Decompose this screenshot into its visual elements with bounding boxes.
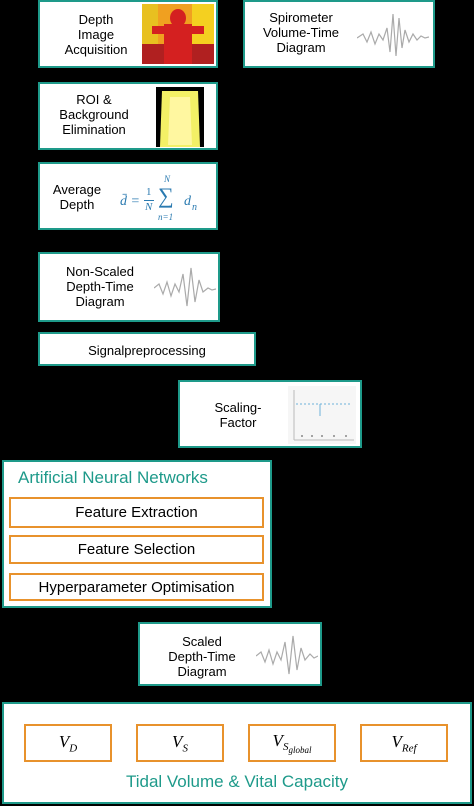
- formula-lhs: d̄ =: [120, 194, 140, 209]
- scaling-factor-label: Scaling- Factor: [214, 400, 262, 430]
- formula-fraction-bar: [144, 200, 154, 201]
- scaled-curve-thumbnail: [256, 635, 318, 675]
- vd-base: V: [58, 731, 70, 751]
- scaled-box: Scaled Depth-Time Diagram: [138, 622, 322, 686]
- non-scaled-curve-thumbnail: [154, 267, 216, 307]
- vs-base: V: [172, 731, 183, 751]
- signalpreprocessing-label: Signalpreprocessing: [88, 343, 206, 358]
- vsg-base: V: [272, 730, 283, 750]
- output-vd: VD: [24, 724, 112, 762]
- vref-sub: Ref: [401, 742, 417, 755]
- roi-box: ROI & Background Elimination: [38, 82, 218, 150]
- average-depth-box: Average Depth d̄ = 1 N N ∑ n=1 d n: [38, 162, 218, 230]
- average-depth-formula: d̄ = 1 N N ∑ n=1 d n: [120, 174, 216, 226]
- spirometer-box: Spirometer Volume-Time Diagram: [243, 0, 435, 68]
- average-depth-label: Average Depth: [52, 182, 102, 212]
- roi-mask-thumbnail: [156, 87, 204, 147]
- formula-denominator: N: [145, 201, 153, 213]
- roi-label: ROI & Background Elimination: [59, 92, 129, 137]
- depth-acquisition-box: Depth Image Acquisition: [38, 0, 218, 68]
- depth-image-thumbnail: [142, 4, 214, 64]
- ann-title: Artificial Neural Networks: [18, 468, 208, 487]
- scaling-factor-box: Scaling- Factor: [178, 380, 362, 448]
- feature-selection-box: Feature Selection: [9, 535, 264, 564]
- vs-sub: S: [182, 742, 188, 755]
- vsg-sub: S: [282, 741, 289, 754]
- formula-sum-top: N: [164, 174, 171, 184]
- scaled-label: Scaled Depth-Time Diagram: [168, 634, 236, 679]
- output-vs-global: VSglobal: [248, 724, 336, 762]
- formula-sum-sign: ∑: [158, 183, 174, 208]
- feature-extraction-box: Feature Extraction: [9, 497, 264, 528]
- vsg-subsub: global: [288, 745, 312, 756]
- depth-acquisition-label: Depth Image Acquisition: [64, 12, 128, 57]
- output-vs: VS: [136, 724, 224, 762]
- formula-sum-bottom: n=1: [158, 212, 174, 222]
- vd-sub: D: [69, 742, 78, 755]
- spirometer-label: Spirometer Volume-Time Diagram: [262, 10, 340, 55]
- output-vref: VRef: [360, 724, 448, 762]
- formula-numerator: 1: [146, 186, 152, 198]
- formula-term: d: [184, 194, 191, 209]
- hyperparameter-optimisation-box: Hyperparameter Optimisation: [9, 573, 264, 601]
- non-scaled-label: Non-Scaled Depth-Time Diagram: [66, 264, 134, 309]
- output-title: Tidal Volume & Vital Capacity: [125, 772, 349, 791]
- formula-term-sub: n: [192, 202, 197, 213]
- scaling-factor-plot-thumbnail: [288, 386, 356, 444]
- spirometer-curve-thumbnail: [357, 13, 429, 57]
- non-scaled-box: Non-Scaled Depth-Time Diagram: [38, 252, 220, 322]
- vref-base: V: [391, 731, 402, 751]
- signalpreprocessing-box: Signalpreprocessing: [38, 332, 256, 366]
